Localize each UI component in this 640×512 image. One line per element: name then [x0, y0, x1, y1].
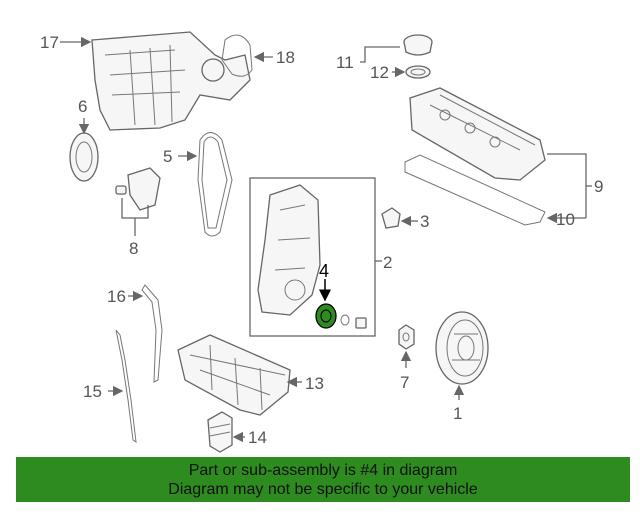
crankshaft-oil-seal-highlighted: [315, 303, 337, 329]
callout-5: 5: [163, 147, 172, 166]
valve-cover: [409, 87, 546, 181]
oil-filler-cap: [403, 34, 433, 56]
oil-dipstick: [115, 329, 137, 444]
callout-16: 16: [107, 287, 126, 306]
crankshaft-pulley: [435, 311, 489, 385]
valve-cover-gasket: [404, 154, 546, 226]
tensioner-pulley: [381, 207, 401, 229]
callout-18: 18: [276, 48, 295, 67]
crank-bolt: [355, 317, 367, 329]
drive-plate: [69, 132, 99, 182]
callout-13: 13: [305, 374, 324, 393]
crank-pulley-bolt: [398, 324, 415, 350]
dipstick-tube: [141, 284, 163, 383]
callout-17: 17: [40, 33, 59, 52]
parts-diagram: 17 18 6 5 8 11 12: [40, 31, 603, 453]
callout-2: 2: [383, 253, 392, 272]
oil-pan: [177, 334, 291, 416]
washer: [340, 314, 350, 326]
banner-disclaimer-line: Diagram may not be specific to your vehi…: [168, 481, 478, 498]
callout-11: 11: [336, 53, 354, 72]
callout-8: 8: [129, 239, 138, 258]
callout-3: 3: [420, 212, 429, 231]
callout-14: 14: [248, 428, 267, 447]
oil-filter: [207, 411, 233, 453]
info-banner: Part or sub-assembly is #4 in diagram Di…: [16, 457, 630, 502]
timing-cover-group-box: [249, 177, 376, 337]
throttle-gasket: [221, 34, 253, 77]
filler-cap-seal: [405, 65, 431, 79]
intake-manifold: [91, 31, 251, 131]
callout-1: 1: [453, 404, 462, 423]
timing-chain: [197, 132, 233, 237]
banner-part-line: Part or sub-assembly is #4 in diagram: [188, 462, 458, 479]
callout-4: 4: [319, 261, 329, 281]
timing-chain-cover: [257, 184, 321, 316]
callout-10: 10: [556, 210, 575, 229]
callout-6: 6: [78, 97, 87, 116]
callout-7: 7: [400, 373, 409, 392]
callout-9: 9: [594, 177, 603, 196]
chain-tensioner: [115, 167, 161, 211]
callout-12: 12: [370, 63, 389, 82]
callout-15: 15: [83, 382, 102, 401]
